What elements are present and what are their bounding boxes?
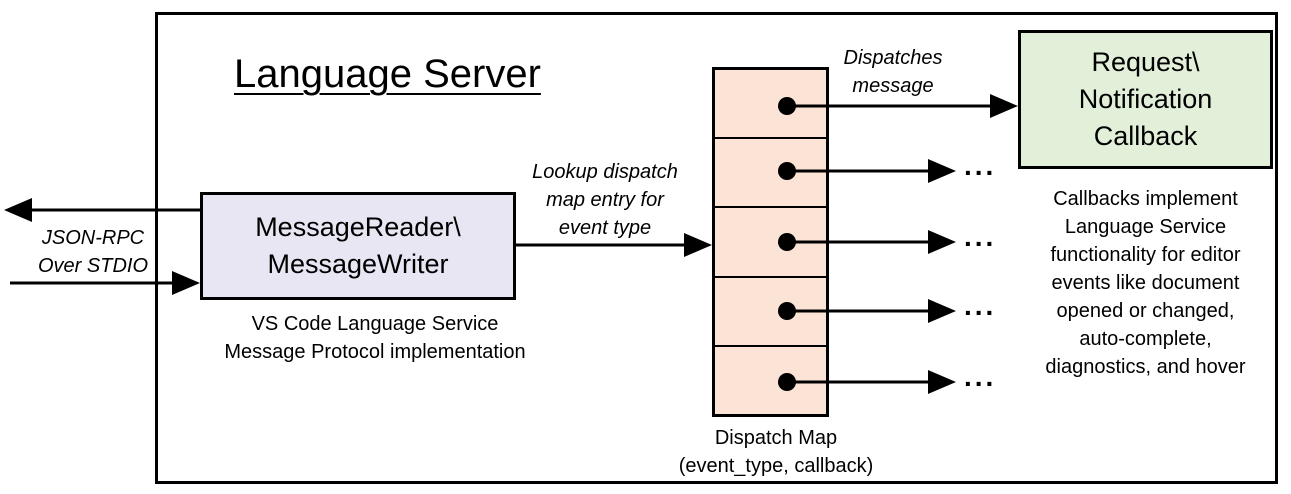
entry-arrowhead [928, 230, 956, 254]
lookup-arrowhead [684, 233, 712, 257]
lookup-line: event type [558, 217, 652, 239]
incoming-arrowhead [172, 271, 200, 295]
callback-box-line: Request\ [1091, 47, 1200, 77]
dispatch-map-line: (event_type, callback) [678, 455, 874, 477]
more-callbacks-ellipsis: ... [964, 290, 997, 321]
protocol-implementation-label: VS Code Language Service Message Protoco… [195, 310, 555, 366]
entry-arrowhead [928, 159, 956, 183]
lookup-line: map entry for [546, 189, 664, 211]
lookup-dispatch-label: Lookup dispatch map entry for event type [515, 158, 695, 242]
dispatch-map-entry [715, 208, 826, 278]
json-rpc-label: JSON-RPC Over STDIO [28, 224, 158, 280]
more-callbacks-ellipsis: ... [964, 150, 997, 181]
callback-box-line: Notification [1078, 84, 1213, 114]
dispatch-map-entry [715, 278, 826, 347]
lookup-line: Lookup dispatch [532, 161, 678, 183]
more-callbacks-ellipsis: ... [964, 361, 997, 392]
dispatch-map-line: Dispatch Map [714, 427, 838, 449]
dispatches-line: Dispatches [843, 47, 943, 69]
callbacks-line: functionality for editor [1050, 244, 1241, 266]
protocol-line: Message Protocol implementation [224, 341, 526, 363]
callbacks-line: events like document [1051, 272, 1240, 294]
outgoing-arrowhead [4, 198, 32, 222]
dispatch-map-entry [715, 70, 826, 140]
callbacks-line: Language Service [1064, 216, 1227, 238]
callbacks-line: auto-complete, [1079, 328, 1212, 350]
more-callbacks-ellipsis: ... [964, 221, 997, 252]
dispatch-message-arrowhead [990, 94, 1018, 118]
request-notification-callback-box: Request\ Notification Callback [1018, 30, 1273, 169]
reader-box-line: MessageReader\ [255, 212, 461, 242]
language-server-boundary [155, 12, 1278, 484]
reader-box-line: MessageWriter [267, 249, 449, 279]
callbacks-line: opened or changed, [1056, 300, 1235, 322]
diagram-title: Language Server [234, 52, 541, 96]
callback-box-line: Callback [1093, 121, 1198, 151]
dispatch-map-label: Dispatch Map (event_type, callback) [660, 424, 892, 480]
message-reader-writer-box: MessageReader\ MessageWriter [200, 192, 516, 300]
callbacks-line: Callbacks implement [1053, 188, 1238, 210]
dispatches-message-label: Dispatches message [828, 44, 958, 100]
entry-arrowhead [928, 370, 956, 394]
dispatches-line: message [852, 75, 934, 97]
protocol-line: VS Code Language Service [251, 313, 499, 335]
entry-arrowhead [928, 299, 956, 323]
callbacks-line: diagnostics, and hover [1045, 356, 1246, 378]
dispatch-map-entry [715, 139, 826, 209]
json-rpc-line: Over STDIO [37, 255, 148, 277]
json-rpc-line: JSON-RPC [41, 227, 145, 249]
callbacks-description: Callbacks implement Language Service fun… [1018, 185, 1273, 381]
